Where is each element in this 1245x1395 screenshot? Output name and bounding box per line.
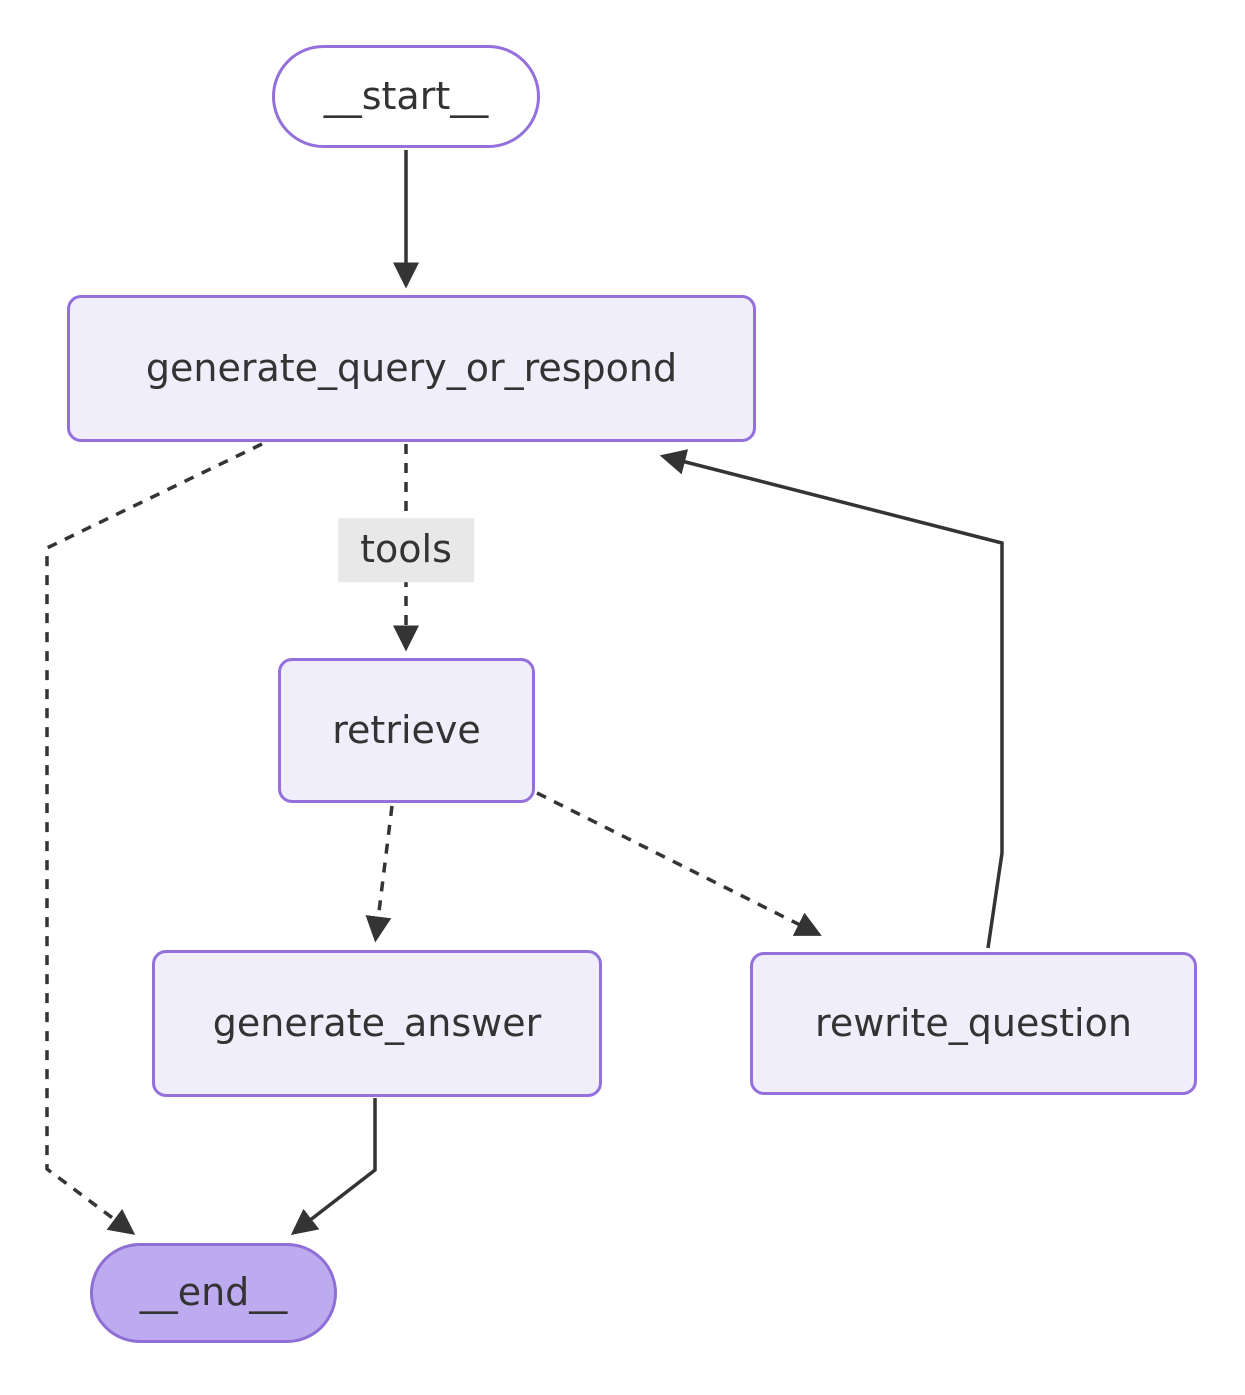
node-start: __start__ <box>272 45 540 148</box>
node-start-label: __start__ <box>323 73 489 118</box>
node-retrieve-label: retrieve <box>332 707 481 752</box>
node-generate-answer-label: generate_answer <box>212 1000 542 1045</box>
node-rewrite-question: rewrite_question <box>750 952 1197 1095</box>
edge-label-tools-text: tools <box>360 527 452 572</box>
edge-label-tools: tools <box>338 518 474 582</box>
edge-rewrite-question-to-generate-query-or-respond <box>659 449 1004 949</box>
edge-generate-answer-to-end <box>290 1098 377 1235</box>
node-end-label: __end__ <box>139 1270 288 1315</box>
edge-retrieve-to-generate-answer <box>365 805 394 943</box>
node-generate-query-or-respond: generate_query_or_respond <box>67 295 756 442</box>
node-retrieve: retrieve <box>278 658 535 803</box>
node-rewrite-question-label: rewrite_question <box>815 1000 1132 1045</box>
edge-generate-query-or-respond-to-end <box>45 442 263 1235</box>
node-end: __end__ <box>90 1243 337 1343</box>
edge-retrieve-to-rewrite-question <box>536 791 822 936</box>
node-generate-query-or-respond-label: generate_query_or_respond <box>145 345 678 390</box>
node-generate-answer: generate_answer <box>152 950 602 1097</box>
